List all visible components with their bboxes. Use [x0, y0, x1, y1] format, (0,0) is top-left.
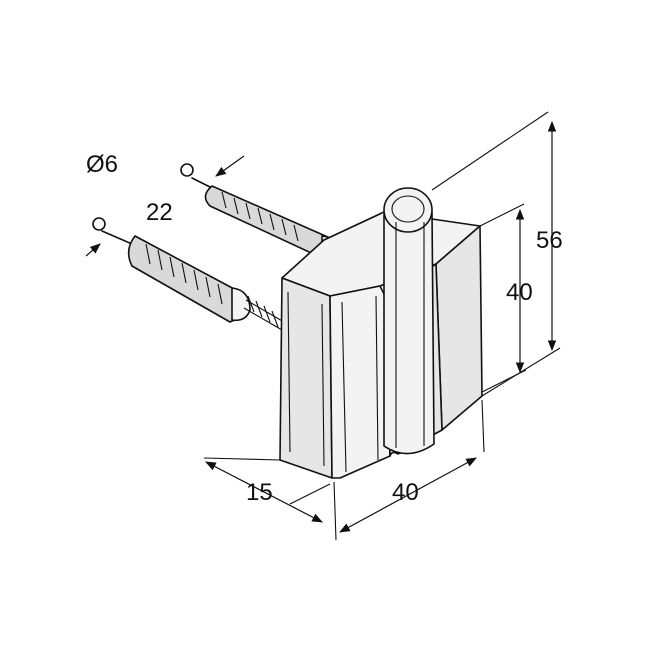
body-height-label: 40: [506, 279, 533, 306]
lower-screw-dowel: [101, 230, 285, 331]
depth-label: 15: [246, 479, 273, 506]
width-label: 40: [392, 479, 419, 506]
length-label: 22: [146, 199, 173, 226]
hinge-body: [279, 187, 483, 479]
diameter-label: Ø6: [86, 151, 118, 178]
dimension-lines: [85, 111, 561, 541]
total-height-label: 56: [536, 227, 563, 254]
